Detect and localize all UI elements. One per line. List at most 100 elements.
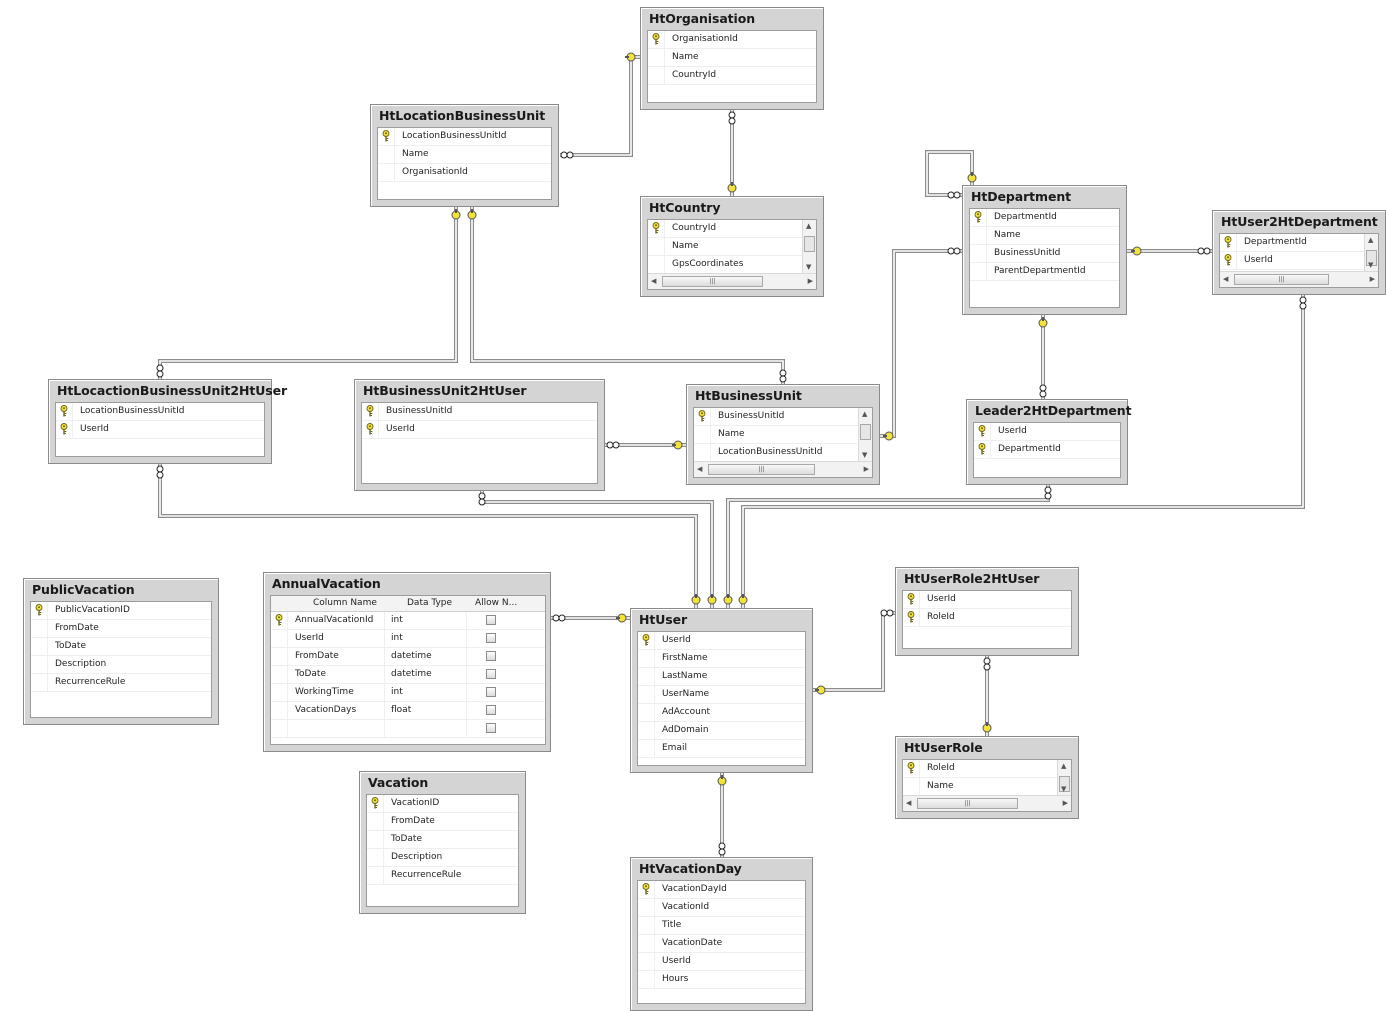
row-selector[interactable]	[694, 426, 711, 443]
scroll-down-arrow-icon[interactable]: ▼	[1061, 785, 1067, 793]
column-row[interactable]: VacationID	[367, 795, 518, 813]
row-selector[interactable]	[378, 146, 395, 163]
row-selector[interactable]	[271, 666, 288, 683]
row-selector[interactable]	[367, 795, 384, 812]
column-row[interactable]: Name	[378, 146, 551, 164]
row-selector[interactable]	[638, 740, 655, 757]
row-selector[interactable]	[648, 49, 665, 66]
scroll-left-arrow-icon[interactable]: ◀	[651, 277, 657, 285]
relationship-line[interactable]	[158, 207, 458, 379]
allow-nulls-checkbox[interactable]	[486, 633, 496, 643]
column-row[interactable]: UserId	[974, 423, 1120, 441]
relationship-line[interactable]	[880, 249, 962, 438]
row-selector[interactable]	[638, 953, 655, 970]
row-selector[interactable]	[271, 684, 288, 701]
column-row[interactable]: Description	[31, 656, 211, 674]
scroll-right-arrow-icon[interactable]: ▶	[1062, 799, 1068, 807]
grid-row[interactable]	[271, 720, 545, 738]
row-selector[interactable]	[974, 441, 991, 458]
column-row[interactable]: FirstName	[638, 650, 805, 668]
column-row[interactable]: OrganisationId	[648, 31, 816, 49]
column-row[interactable]: UserId	[362, 421, 597, 439]
row-selector[interactable]	[648, 238, 665, 255]
row-selector[interactable]	[31, 620, 48, 637]
row-selector[interactable]	[694, 408, 711, 425]
vertical-scrollbar[interactable]: ▲▼	[858, 408, 872, 461]
row-selector[interactable]	[1220, 234, 1237, 251]
column-row[interactable]: RecurrenceRule	[367, 867, 518, 885]
row-selector[interactable]	[56, 403, 73, 420]
column-row[interactable]: AdAccount	[638, 704, 805, 722]
row-selector[interactable]	[367, 813, 384, 830]
horizontal-scrollbar[interactable]: ◀|||▶	[1220, 271, 1378, 287]
column-row[interactable]: Description	[367, 849, 518, 867]
row-selector[interactable]	[362, 403, 379, 420]
scroll-up-arrow-icon[interactable]: ▲	[1061, 762, 1067, 770]
allow-nulls-checkbox[interactable]	[486, 705, 496, 715]
column-row[interactable]: UserId	[1220, 252, 1364, 270]
row-selector[interactable]	[638, 704, 655, 721]
scroll-thumb[interactable]: |||	[1234, 274, 1329, 285]
row-selector[interactable]	[1220, 252, 1237, 269]
scroll-up-arrow-icon[interactable]: ▲	[1368, 236, 1374, 244]
scroll-left-arrow-icon[interactable]: ◀	[906, 799, 912, 807]
column-row[interactable]: ParentDepartmentId	[970, 263, 1119, 281]
column-row[interactable]: Email	[638, 740, 805, 758]
row-selector[interactable]	[378, 164, 395, 181]
column-row[interactable]: OrganisationId	[378, 164, 551, 182]
scroll-thumb[interactable]	[860, 424, 871, 440]
row-selector[interactable]	[638, 668, 655, 685]
scroll-down-arrow-icon[interactable]: ▼	[1368, 261, 1374, 269]
allow-nulls-checkbox[interactable]	[486, 669, 496, 679]
column-row[interactable]: LastName	[638, 668, 805, 686]
row-selector[interactable]	[367, 867, 384, 884]
scroll-thumb[interactable]: |||	[662, 276, 763, 287]
scroll-thumb[interactable]	[804, 236, 815, 252]
row-selector[interactable]	[31, 656, 48, 673]
row-selector[interactable]	[31, 638, 48, 655]
row-selector[interactable]	[648, 67, 665, 84]
scroll-up-arrow-icon[interactable]: ▲	[862, 410, 868, 418]
column-row[interactable]: RecurrenceRule	[31, 674, 211, 692]
row-selector[interactable]	[271, 720, 288, 737]
column-row[interactable]: CountryId	[648, 67, 816, 85]
column-row[interactable]: RoleId	[903, 760, 1057, 778]
scroll-up-arrow-icon[interactable]: ▲	[806, 222, 812, 230]
allow-nulls-checkbox[interactable]	[486, 723, 496, 733]
column-row[interactable]: DepartmentId	[1220, 234, 1364, 252]
scroll-thumb[interactable]	[1059, 776, 1070, 792]
column-row[interactable]: VacationId	[638, 899, 805, 917]
allow-nulls-checkbox[interactable]	[486, 651, 496, 661]
column-row[interactable]: UserId	[638, 953, 805, 971]
scroll-left-arrow-icon[interactable]: ◀	[697, 465, 703, 473]
column-row[interactable]: LocationBusinessUnitId	[378, 128, 551, 146]
column-row[interactable]: ToDate	[31, 638, 211, 656]
row-selector[interactable]	[974, 423, 991, 440]
column-row[interactable]: Name	[903, 778, 1057, 796]
vertical-scrollbar[interactable]: ▲▼	[1364, 234, 1378, 271]
table-annualvacation[interactable]: AnnualVacation Column Name Data Type All…	[263, 572, 551, 752]
row-selector[interactable]	[694, 444, 711, 461]
allow-nulls-checkbox[interactable]	[486, 615, 496, 625]
column-row[interactable]: UserId	[56, 421, 264, 439]
relationship-line[interactable]	[560, 55, 640, 157]
column-row[interactable]: BusinessUnitId	[970, 245, 1119, 263]
row-selector[interactable]	[638, 632, 655, 649]
column-row[interactable]: Name	[648, 238, 802, 256]
